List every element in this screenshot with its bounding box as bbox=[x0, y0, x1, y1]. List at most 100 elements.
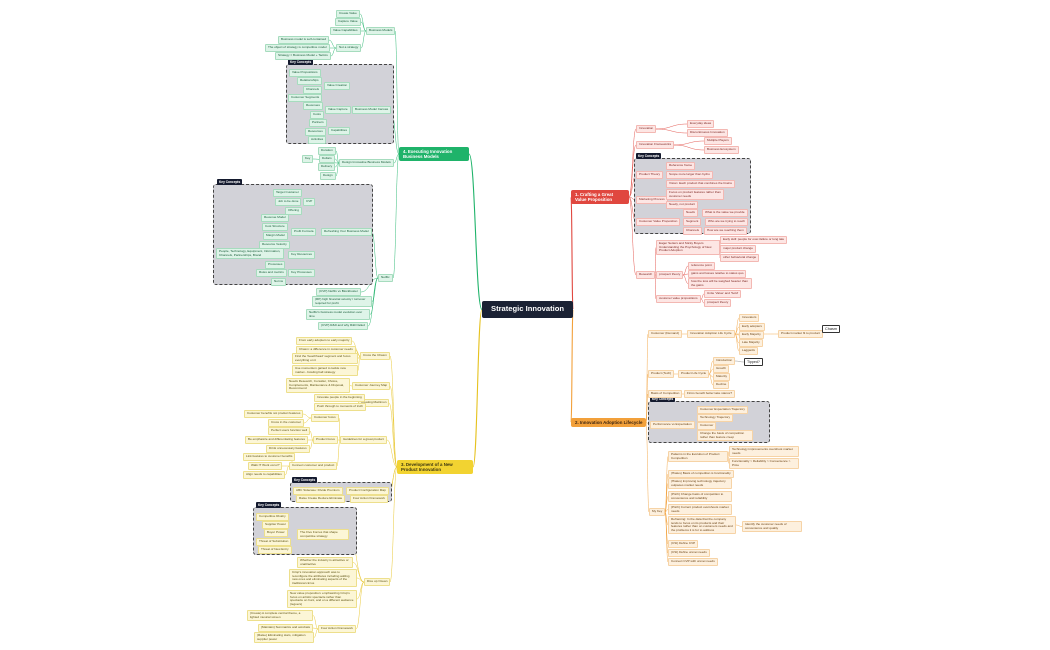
topic-node-b4_kp[interactable]: Key Processes bbox=[288, 269, 315, 277]
topic-node-b2_k1b[interactable]: Functionality > Reliability > Convenienc… bbox=[729, 458, 799, 470]
topic-node-b3_o3[interactable]: New value proposition: emphasizing Crisp… bbox=[287, 590, 357, 609]
topic-node-b4_n1[interactable]: (CVP) Netflix vs Blockbuster bbox=[316, 288, 361, 296]
topic-node-b1_ecosystem[interactable]: Business Ecosystem bbox=[704, 146, 739, 154]
topic-node-b3_cross[interactable]: Cross the Chasm bbox=[360, 352, 390, 360]
topic-node-b1_segment[interactable]: Segment bbox=[683, 218, 702, 226]
topic-node-b2_plc3[interactable]: Maturity bbox=[713, 373, 731, 381]
topic-node-b3_prod_focus[interactable]: Product focus bbox=[313, 436, 338, 444]
topic-node-b1_pt3[interactable]: Vision: Each product that combines the b… bbox=[666, 180, 735, 188]
topic-node-b1_everyday[interactable]: Everyday ideas bbox=[687, 120, 715, 128]
topic-node-b2_a5[interactable]: Laggards bbox=[739, 347, 758, 355]
topic-node-b1_cvp[interactable]: Customer Value Proposition bbox=[636, 218, 681, 226]
topic-node-b2_a4[interactable]: Late Majority bbox=[739, 339, 763, 347]
topic-node-b4_pf3[interactable]: Margin Model bbox=[263, 232, 288, 240]
topic-node-b4_pf2[interactable]: Cost Structure bbox=[262, 223, 288, 231]
branch-node-b1[interactable]: 1. Crafting a Great Value Proposition bbox=[571, 190, 629, 205]
topic-node-b3_cf2[interactable]: Cross in the customer bbox=[268, 419, 305, 427]
topic-node-b4_n4[interactable]: (CVP) R&D and why R&D failed bbox=[318, 322, 368, 330]
topic-node-b4_refresh[interactable]: Refreshing Your Business Model bbox=[321, 228, 372, 236]
topic-node-b1_c2[interactable]: prospect theory bbox=[704, 299, 732, 307]
topic-node-b4_vc3[interactable]: Channels bbox=[303, 86, 323, 94]
topic-node-b2_k4[interactable]: (Pitch) Change basis of competition to c… bbox=[668, 491, 732, 503]
topic-node-b2_comp_d[interactable]: Firms benefit better take stance? bbox=[684, 390, 736, 398]
topic-node-b3_journey[interactable]: Customer Journey Map bbox=[352, 382, 391, 390]
topic-node-b2_plc2[interactable]: Growth bbox=[713, 365, 729, 373]
topic-node-b1_pt2[interactable]: Scope more larger than hydro bbox=[666, 171, 713, 179]
topic-node-b2_plc[interactable]: Product Life Cycle bbox=[678, 370, 710, 378]
topic-node-b3_f1[interactable]: ABC Sidecase: Divide Premium bbox=[293, 487, 343, 495]
topic-node-b3_fo4[interactable]: Threat of Substitution bbox=[256, 538, 292, 546]
topic-node-b4_design[interactable]: Design Innovative Business Models bbox=[339, 159, 394, 167]
topic-node-b2_a2[interactable]: Early adopters bbox=[739, 323, 765, 331]
topic-node-b4_pf[interactable]: Profit Formula bbox=[291, 228, 317, 236]
topic-node-b4_pf1[interactable]: Revenue Model bbox=[261, 214, 289, 222]
topic-node-b2_k3[interactable]: (Hiatus) Improving technology trajectory… bbox=[668, 478, 732, 490]
topic-node-b4_n3[interactable]: Netflix's business model evolution over … bbox=[306, 309, 370, 321]
topic-node-b3_m2[interactable]: Push through to moments of truth bbox=[314, 403, 366, 411]
topic-node-b2_tipped[interactable]: Tipped? bbox=[744, 358, 763, 367]
topic-node-b1_research[interactable]: Research bbox=[636, 271, 656, 279]
topic-node-b3_cn1[interactable]: Link features to customer benefits bbox=[243, 453, 296, 461]
topic-node-b2_k9[interactable]: Connect CVP with unmet needs bbox=[668, 558, 718, 566]
topic-node-b4_bm2[interactable]: Capture Value bbox=[335, 18, 361, 26]
topic-node-b3_fa3[interactable]: (Raise) Eliminating stars, mitigation su… bbox=[254, 632, 314, 644]
topic-node-b3_pf2[interactable]: Be emphasize and differentiating feature… bbox=[245, 436, 309, 444]
branch-node-b2[interactable]: 2. Innovation Adoption Lifecycle bbox=[571, 418, 647, 428]
topic-node-b2_k1[interactable]: Patterns in the Evolution of Product Com… bbox=[668, 451, 728, 463]
topic-node-b3_cn2[interactable]: Walk IT Work occur? bbox=[248, 462, 283, 470]
topic-node-b4_kp1[interactable]: Processes bbox=[265, 261, 286, 269]
topic-node-b3_c1[interactable]: From early adopters to early majority bbox=[296, 337, 353, 345]
topic-node-b4_vcap1[interactable]: Revenues bbox=[303, 102, 323, 110]
topic-node-b3_cf1[interactable]: Customer benefits not product features bbox=[244, 410, 304, 418]
topic-node-b2_a3[interactable]: Early Majority bbox=[739, 331, 764, 339]
topic-node-b1_c1[interactable]: Unite 'Value' and 'Sold' bbox=[704, 290, 742, 298]
topic-node-b3_c4[interactable]: Use momentum gained to tackle new market… bbox=[292, 365, 358, 377]
topic-node-b4_s3[interactable]: Strategy = Business Model + Tactics bbox=[275, 52, 331, 60]
topic-node-b3_o1[interactable]: Whether the industry is attractive or un… bbox=[297, 557, 353, 569]
topic-node-b4_kp3[interactable]: Norms bbox=[271, 278, 287, 286]
topic-node-b4_bm[interactable]: Business Models bbox=[366, 27, 396, 35]
branch-node-b3[interactable]: 3. Development of a New Product Innovati… bbox=[397, 460, 473, 475]
topic-node-b4_n2[interactable]: (RP) high financial velocity / turnover … bbox=[312, 296, 372, 308]
topic-node-b4_vc1[interactable]: Value Propositions bbox=[289, 69, 321, 77]
topic-node-b3_pf3[interactable]: Drink unnecessary features bbox=[266, 445, 310, 453]
topic-node-b3_fo5[interactable]: Threat of New Entry bbox=[258, 546, 292, 554]
topic-node-b2_adoption[interactable]: Innovation Adoption Life Cycle bbox=[687, 330, 735, 338]
topic-node-b4_vcap[interactable]: Value Capture bbox=[325, 106, 351, 114]
topic-node-b1_frameworks[interactable]: Innovation Frameworks bbox=[636, 141, 675, 149]
topic-node-b4_vcap2[interactable]: Costs bbox=[310, 111, 324, 119]
topic-node-b1_needs[interactable]: Needs bbox=[683, 209, 698, 217]
topic-node-b2_pe4[interactable]: Change the basis of competition rather t… bbox=[697, 430, 753, 442]
topic-node-b4_vc4[interactable]: Customer Segments bbox=[288, 94, 323, 102]
root-node[interactable]: Strategic Innovation bbox=[482, 301, 573, 318]
topic-node-b2_market[interactable]: Product market fit to product bbox=[778, 330, 823, 338]
topic-node-b3_j1[interactable]: Needs Research, Consider, Choice, Comple… bbox=[286, 378, 350, 393]
topic-node-b4_strat[interactable]: Not a strategy bbox=[336, 44, 362, 52]
topic-node-b4_s2[interactable]: The object of strategy is competitive mo… bbox=[265, 44, 330, 52]
topic-node-b1_r1[interactable]: Early skill: people for over-failure or … bbox=[720, 236, 788, 244]
topic-node-b3_fa1[interactable]: (Create) A complete central theme, a lig… bbox=[247, 610, 313, 622]
topic-node-b4_cvp[interactable]: CVP bbox=[303, 198, 316, 206]
topic-node-b3_ocean[interactable]: Dice up Ocean bbox=[364, 578, 391, 586]
topic-node-b1_channels_d[interactable]: How are we reaching them bbox=[704, 227, 747, 235]
topic-node-b1_marketing[interactable]: Marketing Process bbox=[636, 196, 668, 204]
topic-node-b3_forces[interactable]: The Five Forces that shape competitive s… bbox=[297, 529, 349, 541]
topic-node-b4_d1[interactable]: Dollars bbox=[319, 155, 335, 163]
topic-node-b2_k6[interactable]: Reframing: In the data that the company … bbox=[668, 516, 736, 535]
topic-node-b2_k2[interactable]: (Hiatus) Basis of competition is functio… bbox=[668, 470, 734, 478]
topic-node-b4_cap3[interactable]: Activities bbox=[308, 136, 327, 144]
topic-node-b4_cvp3[interactable]: Offering bbox=[285, 207, 302, 215]
topic-node-b3_f2b[interactable]: Four Action Framework bbox=[350, 495, 388, 503]
topic-node-b3_cn3[interactable]: Align needs to capabilities bbox=[243, 471, 285, 479]
topic-node-b4_netflix[interactable]: Netflix bbox=[378, 274, 393, 282]
topic-node-b1_innovation[interactable]: Innovation bbox=[636, 125, 657, 133]
topic-node-b1_segment_d[interactable]: Who are we trying to reach bbox=[705, 218, 748, 226]
topic-node-b1_r2[interactable]: major product change bbox=[720, 245, 756, 253]
topic-node-b3_matrix[interactable]: Creating Matrimon bbox=[358, 399, 390, 407]
topic-node-b4_d_key[interactable]: Key bbox=[302, 155, 314, 163]
topic-node-b1_p3[interactable]: how the loss will be weighed heavier tha… bbox=[688, 278, 752, 290]
topic-node-b1_product_theory[interactable]: Product Theory bbox=[636, 171, 664, 179]
topic-node-b4_kr[interactable]: Key Resources bbox=[288, 251, 315, 259]
topic-node-b2_pe3[interactable]: Customer bbox=[697, 422, 717, 430]
topic-node-b3_o2[interactable]: Crisp's innovation approach was to recon… bbox=[289, 569, 357, 588]
